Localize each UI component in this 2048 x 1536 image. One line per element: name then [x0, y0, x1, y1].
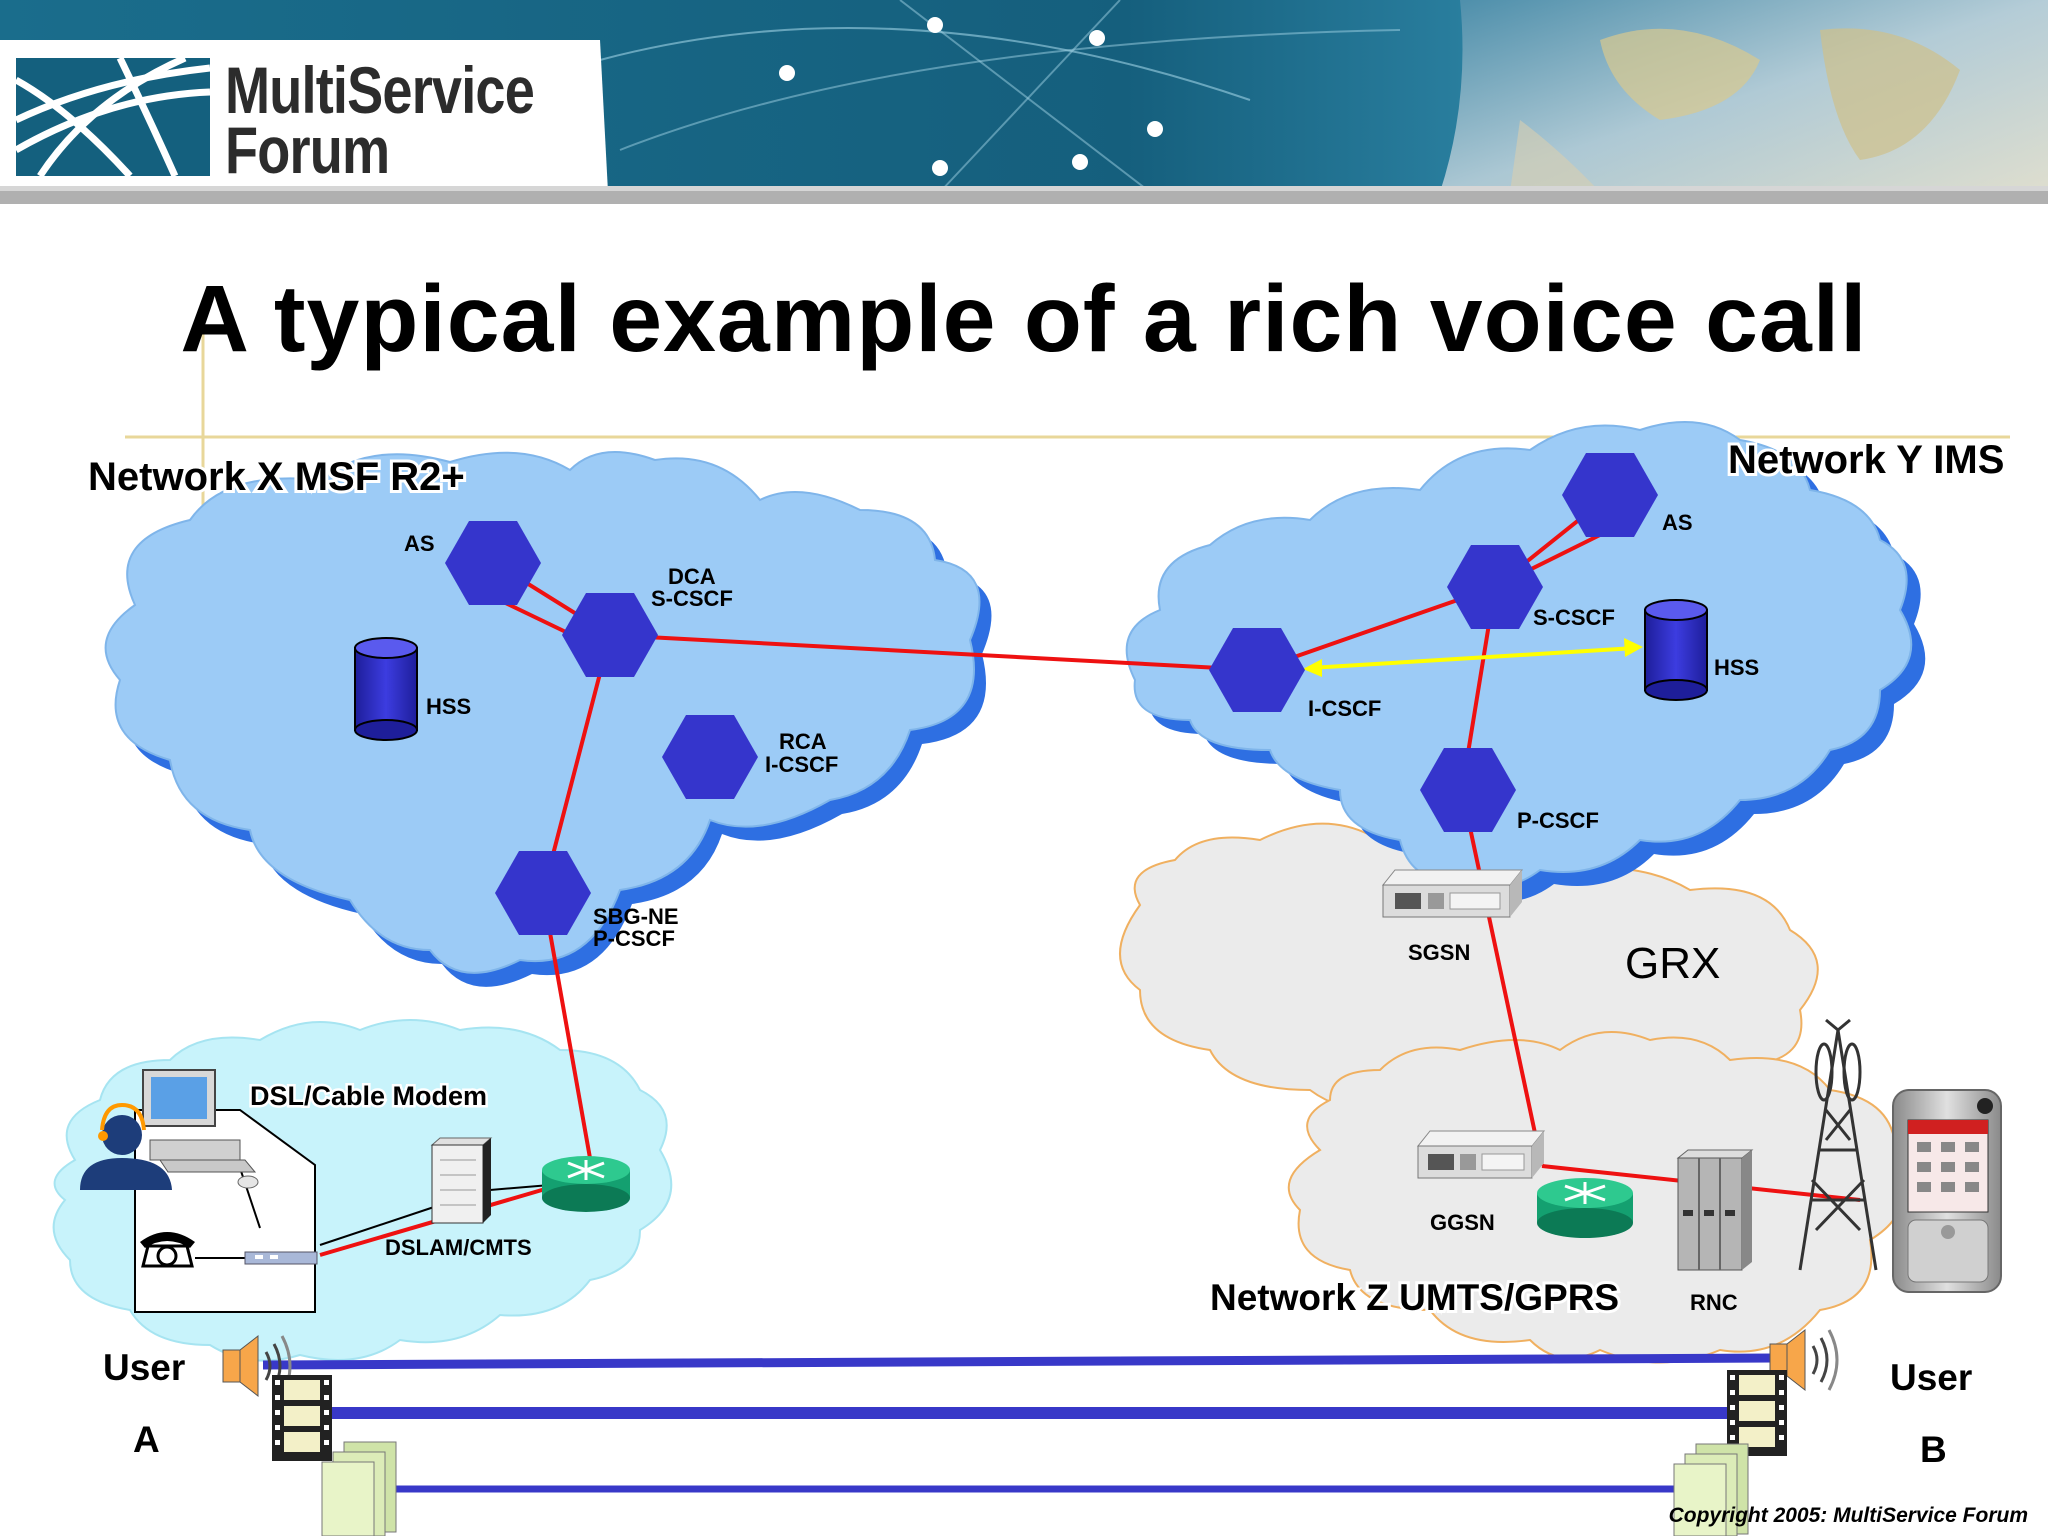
x-as-node: [445, 521, 541, 605]
ggsn-device-icon: [1416, 1130, 1546, 1179]
y-hss-cylinder-icon: [1644, 599, 1708, 701]
y-hss-label: HSS: [1714, 655, 1759, 680]
dslam-rack-icon: [430, 1137, 493, 1224]
slide-title: A typical example of a rich voice call: [180, 266, 1868, 372]
ggsn-label: GGSN: [1430, 1210, 1495, 1235]
pc-user-icon: [80, 1069, 259, 1190]
y-scscf-node: [1447, 545, 1543, 629]
dslam-link: [489, 1184, 551, 1191]
user-a-label: User: [103, 1347, 185, 1388]
y-icscf-label: I-CSCF: [1308, 696, 1381, 721]
telephone-icon: [140, 1232, 195, 1268]
y-pcscf-label: P-CSCF: [1517, 808, 1599, 833]
x-hss-cylinder-icon: [354, 637, 418, 741]
x-sbg-node: [495, 851, 591, 935]
x-rca-node: [662, 715, 758, 799]
msf-logo-icon: [14, 54, 211, 179]
x-sbg-label-1: SBG-NE: [593, 904, 679, 929]
sgsn-device-icon: [1381, 869, 1524, 918]
grx-label: GRX: [1625, 939, 1720, 988]
user-a-video-icon: [272, 1375, 332, 1461]
network-x-cloud: [104, 451, 992, 987]
dsl-cloud-label: DSL/Cable Modem: [250, 1081, 487, 1111]
dsl-router-icon: [542, 1156, 630, 1212]
dsl-modem-icon: [244, 1251, 318, 1265]
x-dca-label-1: DCA: [668, 564, 716, 589]
logo-text-line1: MultiService: [225, 53, 535, 127]
user-b-video-icon: [1727, 1370, 1787, 1456]
x-as-label: AS: [404, 531, 435, 556]
dslam-label: DSLAM/CMTS: [385, 1235, 532, 1260]
x-dca-label-2: S-CSCF: [651, 586, 733, 611]
x-rca-label-1: RCA: [779, 729, 827, 754]
x-rca-label-2: I-CSCF: [765, 752, 838, 777]
user-a-document-icon: [321, 1441, 397, 1536]
y-pcscf-node: [1420, 748, 1516, 832]
rnc-rack-icon: [1676, 1149, 1754, 1271]
rnc-label: RNC: [1690, 1290, 1738, 1315]
antenna-tower-icon: [1798, 1018, 1878, 1271]
y-as-node: [1562, 453, 1658, 537]
logo-text-line2: Forum: [225, 113, 390, 187]
hexagon-nodes: [445, 453, 1658, 935]
x-dca-node: [562, 593, 658, 677]
y-icscf-node: [1209, 628, 1305, 712]
sgsn-label: SGSN: [1408, 940, 1470, 965]
copyright-text: Copyright 2005: MultiService Forum: [1668, 1504, 2028, 1527]
user-b-id: B: [1920, 1429, 1947, 1470]
network-y-label: Network Y IMS: [1728, 438, 2004, 482]
user-a-id: A: [133, 1419, 160, 1460]
media-bearer-lines: [262, 1353, 1776, 1493]
x-sbg-label-2: P-CSCF: [593, 926, 675, 951]
user-a-speaker-icon: [222, 1334, 292, 1398]
mobile-phone-icon: [1892, 1089, 2002, 1293]
network-z-label: Network Z UMTS/GPRS: [1210, 1277, 1619, 1318]
user-b-document-icon: [1673, 1443, 1749, 1536]
x-hss-label: HSS: [426, 694, 471, 719]
z-router-icon: [1537, 1178, 1633, 1238]
y-scscf-label: S-CSCF: [1533, 605, 1615, 630]
diameter-arrow: [1303, 638, 1643, 677]
dsl-link: [319, 1204, 441, 1246]
user-b-label: User: [1890, 1357, 1972, 1398]
network-x-label: Network X MSF R2+: [88, 455, 465, 499]
y-as-label: AS: [1662, 510, 1693, 535]
